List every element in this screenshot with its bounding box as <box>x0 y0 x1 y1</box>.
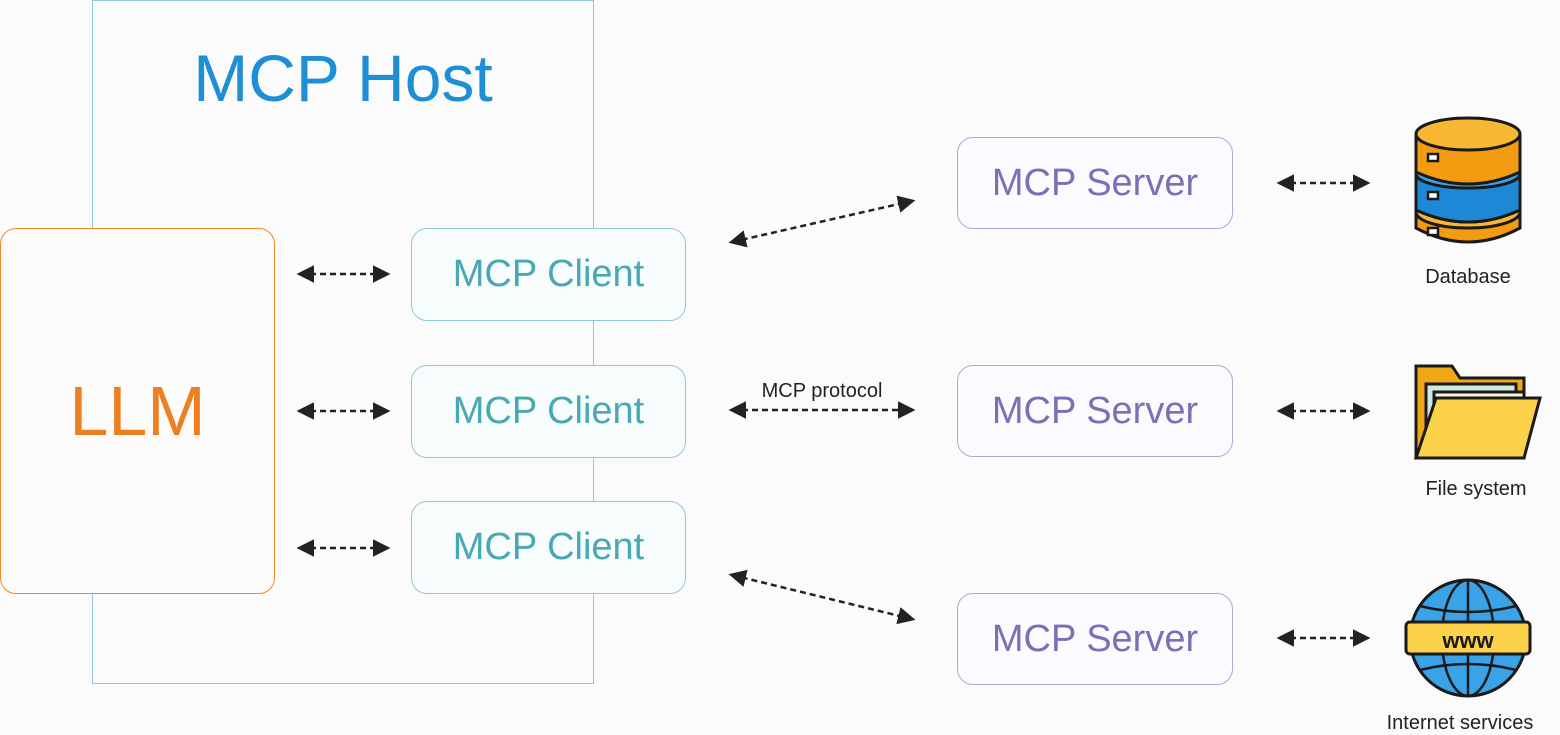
mcp-server-1: MCP Server <box>957 137 1233 229</box>
database-label: Database <box>1425 266 1511 288</box>
mcp-server-3: MCP Server <box>957 593 1233 685</box>
globe-www-icon <box>1404 578 1532 698</box>
mcp-server-2: MCP Server <box>957 365 1233 457</box>
arrow-client-1-server-1 <box>728 195 916 248</box>
folder-icon <box>1413 364 1542 460</box>
llm-box: LLM <box>0 228 275 594</box>
mcp-client-3: MCP Client <box>411 501 686 594</box>
mcp-host-title: MCP Host <box>193 41 493 115</box>
arrow-client-3-server-3 <box>728 569 916 625</box>
internet-services-label: Internet services <box>1386 712 1534 734</box>
database-icon <box>1414 116 1522 244</box>
mcp-client-2: MCP Client <box>411 365 686 458</box>
file-system-label: File system <box>1425 478 1527 500</box>
mcp-client-1: MCP Client <box>411 228 686 321</box>
mcp-protocol-label: MCP protocol <box>761 380 883 402</box>
llm-label: LLM <box>69 372 206 450</box>
www-badge-text: www <box>1441 628 1494 653</box>
